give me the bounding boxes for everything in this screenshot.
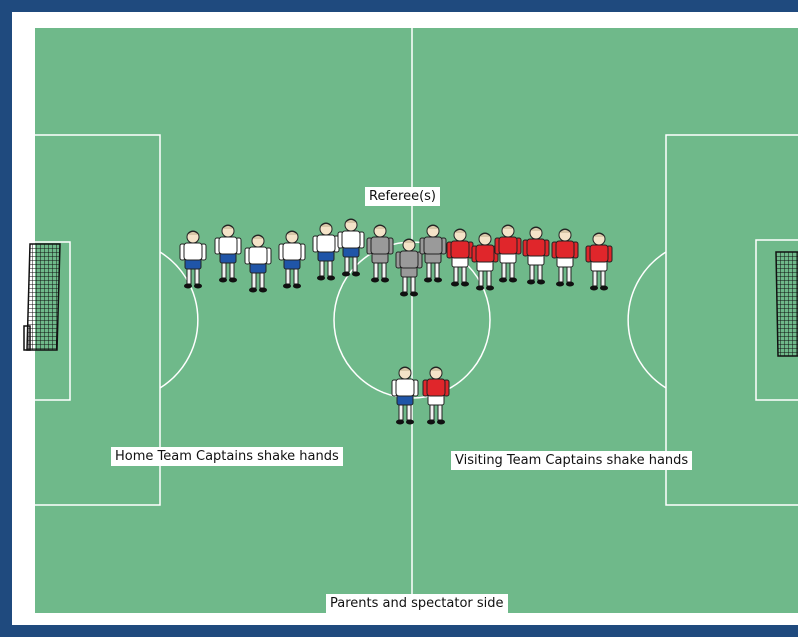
visiting-captains-label: Visiting Team Captains shake hands [451,451,692,470]
left-goal-net [24,244,60,350]
right-goal-net [776,252,798,356]
home-captains-label: Home Team Captains shake hands [111,447,343,466]
pitch-grass [35,28,798,613]
referees-label: Referee(s) [365,187,440,206]
spectator-side-label: Parents and spectator side [326,594,508,613]
